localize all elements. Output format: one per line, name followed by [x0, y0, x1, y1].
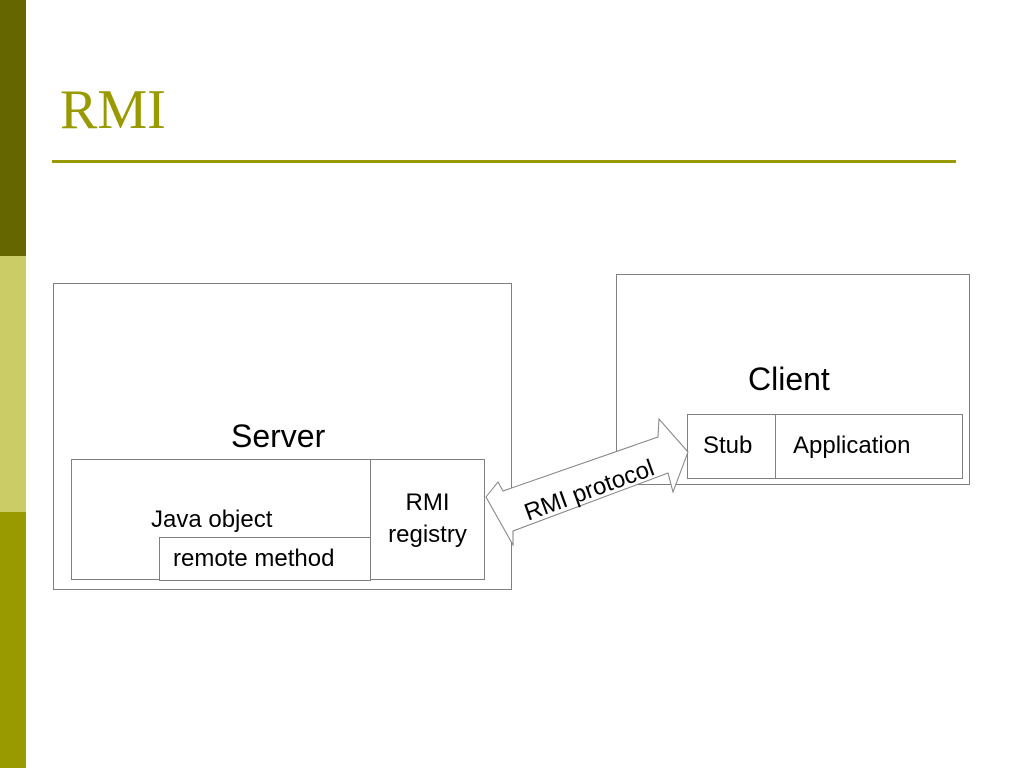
rmi-registry-box — [370, 459, 485, 580]
stub-divider — [775, 414, 776, 478]
remote-method-box — [159, 537, 371, 581]
rmi-registry-label: RMI registry — [388, 489, 467, 548]
server-label: Server — [231, 418, 326, 454]
sidebar-decoration-top — [0, 0, 26, 256]
client-components-box — [687, 414, 963, 479]
remote-method-label: remote method — [173, 545, 335, 572]
application-label: Application — [793, 432, 911, 459]
sidebar-decoration-bottom — [0, 512, 26, 768]
java-object-label: Java object — [151, 506, 273, 533]
stub-label: Stub — [703, 432, 753, 459]
sidebar-decoration-middle — [0, 256, 26, 512]
client-label: Client — [748, 361, 830, 397]
slide-title: RMI — [60, 79, 166, 141]
title-underline — [52, 160, 956, 163]
